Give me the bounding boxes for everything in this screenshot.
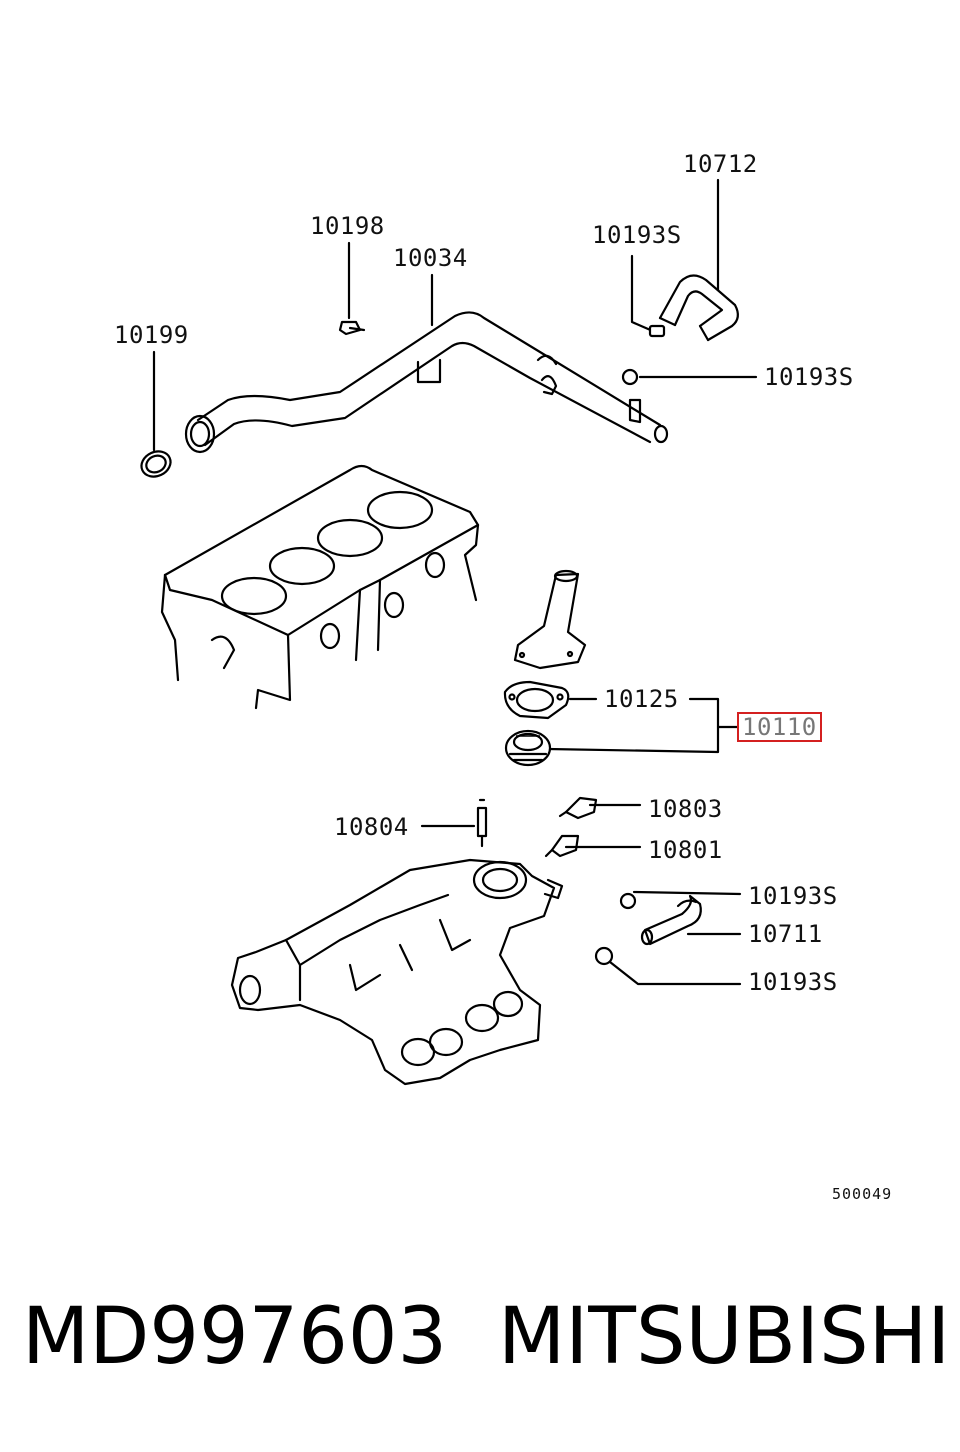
hose-icon xyxy=(658,274,739,342)
callout-10801: 10801 xyxy=(648,836,723,864)
callout-10125: 10125 xyxy=(604,685,679,713)
callout-10110-highlighted[interactable]: 10110 xyxy=(737,712,822,742)
footer-part-number: MD997603 xyxy=(22,1292,448,1382)
callout-10193s-bottom: 10193S xyxy=(748,968,838,996)
leader-lines xyxy=(152,178,758,986)
callout-10804: 10804 xyxy=(334,813,409,841)
bolt-icon xyxy=(338,320,366,336)
hose-icon-lower xyxy=(640,894,702,946)
callout-10193s-pipe: 10193S xyxy=(764,363,854,391)
thermostat-icon xyxy=(504,729,552,767)
figure-number: 500049 xyxy=(832,1185,893,1203)
callout-10712: 10712 xyxy=(683,150,758,178)
callout-10198: 10198 xyxy=(310,212,385,240)
callout-10034: 10034 xyxy=(393,244,468,272)
pipe-icon xyxy=(184,311,669,454)
fitting-icon xyxy=(513,569,587,670)
callout-10711: 10711 xyxy=(748,920,823,948)
manifold-icon xyxy=(230,858,564,1086)
engine-block-icon xyxy=(160,464,480,710)
gasket-icon xyxy=(503,680,570,720)
callout-10193s-lower: 10193S xyxy=(748,882,838,910)
clamp-icon xyxy=(594,324,666,966)
footer-brand: MITSUBISHI xyxy=(498,1292,951,1382)
callout-10803: 10803 xyxy=(648,795,723,823)
o-ring-icon xyxy=(140,450,172,478)
callout-10199: 10199 xyxy=(114,321,189,349)
sensor-icon xyxy=(476,796,598,858)
callout-10193s-upper: 10193S xyxy=(592,221,682,249)
